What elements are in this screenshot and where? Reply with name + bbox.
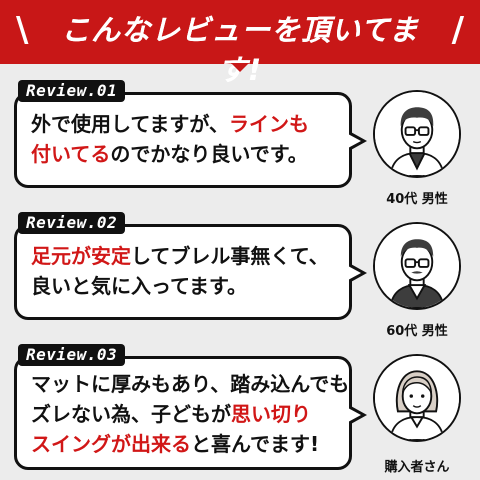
review-line: スイングが出来ると喜んでます! bbox=[31, 432, 320, 456]
speech-bubble: 外で使用してますが、ラインも 付いてるのでかなり良いです。 bbox=[14, 92, 367, 188]
review-text: 足元が安定してブレル事無くて、 良いと気に入ってます。 bbox=[31, 241, 339, 301]
review-tag: Review.03 bbox=[18, 344, 126, 366]
review-card-1: 外で使用してますが、ラインも 付いてるのでかなり良いです。 Review.01 … bbox=[0, 80, 480, 210]
review-author: 40代 男性 bbox=[386, 192, 448, 207]
review-line: 良いと気に入ってます。 bbox=[31, 274, 247, 298]
review-line: ズレない為、子どもが思い切り bbox=[31, 402, 311, 426]
review-author: 60代 男性 bbox=[386, 324, 448, 339]
speech-bubble: マットに厚みもあり、踏み込んでも ズレない為、子どもが思い切り スイングが出来る… bbox=[14, 356, 367, 470]
review-card-3: マットに厚みもあり、踏み込んでも ズレない為、子どもが思い切り スイングが出来る… bbox=[0, 344, 480, 480]
review-text: 外で使用してますが、ラインも 付いてるのでかなり良いです。 bbox=[31, 109, 339, 169]
avatar-older-male-glasses bbox=[373, 222, 461, 310]
review-tag: Review.02 bbox=[18, 212, 126, 234]
header-left-slash: \ bbox=[16, 10, 29, 50]
review-line: 足元が安定してブレル事無くて、 bbox=[31, 244, 329, 268]
review-author: 購入者さん bbox=[384, 460, 450, 475]
review-card-2: 足元が安定してブレル事無くて、 良いと気に入ってます。 Review.02 60… bbox=[0, 212, 480, 342]
speech-bubble: 足元が安定してブレル事無くて、 良いと気に入ってます。 bbox=[14, 224, 367, 320]
page-title: こんなレビューを頂いてます! bbox=[61, 13, 419, 87]
review-line: 外で使用してますが、ラインも bbox=[31, 112, 309, 136]
review-line: マットに厚みもあり、踏み込んでも bbox=[31, 372, 350, 396]
header-banner: \ こんなレビューを頂いてます! / bbox=[0, 0, 480, 87]
review-tag: Review.01 bbox=[18, 80, 126, 102]
avatar-male-glasses bbox=[373, 90, 461, 178]
avatar-female bbox=[373, 354, 461, 442]
review-line: 付いてるのでかなり良いです。 bbox=[31, 142, 308, 166]
header-pointer bbox=[231, 63, 249, 72]
review-text: マットに厚みもあり、踏み込んでも ズレない為、子どもが思い切り スイングが出来る… bbox=[31, 369, 350, 459]
header-right-slash: / bbox=[451, 10, 464, 50]
